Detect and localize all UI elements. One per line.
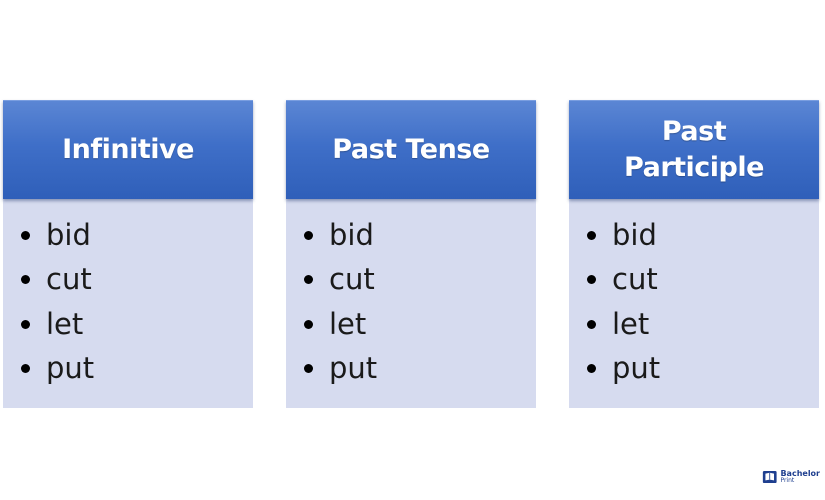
column-header-label: Infinitive — [62, 134, 194, 165]
verb-text: bid — [329, 217, 374, 252]
column-infinitive: Infinitive bid cut let put — [3, 100, 253, 408]
verb-text: cut — [329, 262, 375, 297]
verb-text: bid — [46, 217, 91, 252]
list-item: let — [587, 302, 819, 347]
list-item: let — [304, 302, 536, 347]
column-past-tense: Past Tense bid cut let put — [286, 100, 536, 408]
column-header: Past Participle — [569, 100, 819, 199]
list-item: put — [21, 347, 253, 392]
bullet-icon — [304, 230, 313, 240]
list-item: put — [587, 347, 819, 392]
verb-text: cut — [612, 262, 658, 297]
verb-text: bid — [612, 217, 657, 252]
verb-text: let — [329, 306, 367, 341]
verb-list: bid cut let put — [304, 213, 536, 391]
column-header-label: Past Tense — [332, 134, 490, 165]
bullet-icon — [587, 364, 596, 374]
list-item: bid — [304, 213, 536, 258]
book-icon — [762, 470, 777, 484]
column-header: Infinitive — [3, 100, 253, 199]
bullet-icon — [21, 275, 30, 285]
list-item: bid — [587, 213, 819, 258]
verb-text: cut — [46, 262, 92, 297]
column-body: bid cut let put — [286, 199, 536, 408]
list-item: put — [304, 347, 536, 392]
bullet-icon — [21, 364, 30, 374]
column-body: bid cut let put — [3, 199, 253, 408]
bullet-icon — [304, 275, 313, 285]
bachelorprint-logo: Bachelor Print — [762, 466, 820, 488]
column-header: Past Tense — [286, 100, 536, 199]
column-header-label: Past Participle — [624, 116, 764, 183]
verb-list: bid cut let put — [21, 213, 253, 391]
list-item: bid — [21, 213, 253, 258]
bullet-icon — [587, 275, 596, 285]
bullet-icon — [21, 230, 30, 240]
column-past-participle: Past Participle bid cut let put — [569, 100, 819, 408]
verb-text: let — [46, 306, 84, 341]
bullet-icon — [587, 230, 596, 240]
verb-text: put — [612, 351, 661, 386]
list-item: cut — [587, 258, 819, 303]
verb-list: bid cut let put — [587, 213, 819, 391]
bullet-icon — [587, 319, 596, 329]
bullet-icon — [304, 319, 313, 329]
verb-text: put — [46, 351, 95, 386]
list-item: let — [21, 302, 253, 347]
verb-text: put — [329, 351, 378, 386]
bullet-icon — [304, 364, 313, 374]
list-item: cut — [304, 258, 536, 303]
logo-text-line2: Print — [780, 477, 795, 484]
verb-text: let — [612, 306, 650, 341]
bullet-icon — [21, 319, 30, 329]
list-item: cut — [21, 258, 253, 303]
column-body: bid cut let put — [569, 199, 819, 408]
logo-text-line1: Bachelor — [780, 469, 820, 478]
